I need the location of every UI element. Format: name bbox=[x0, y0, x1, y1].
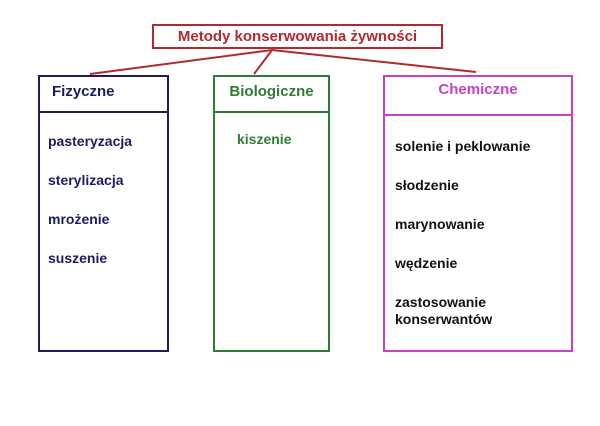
category-header: Fizyczne bbox=[40, 77, 167, 113]
list-item: solenie i peklowanie bbox=[395, 138, 531, 154]
list-item: zastosowanie konserwantów bbox=[395, 294, 493, 327]
list-item: kiszenie bbox=[237, 131, 292, 147]
connector-chemiczne bbox=[271, 49, 477, 73]
list-item: pasteryzacja bbox=[48, 133, 133, 149]
category-header: Chemiczne bbox=[385, 77, 571, 116]
list-item: wędzenie bbox=[395, 255, 458, 271]
list-item: mrożenie bbox=[48, 211, 110, 227]
category-biologiczne: Biologiczne kiszenie bbox=[213, 75, 330, 352]
list-item: marynowanie bbox=[395, 216, 485, 232]
list-item: suszenie bbox=[48, 250, 108, 266]
list-item: sterylizacja bbox=[48, 172, 124, 188]
category-chemiczne: Chemiczne solenie i peklowanie słodzenie… bbox=[383, 75, 573, 352]
category-fizyczne: Fizyczne pasteryzacja sterylizacja mroże… bbox=[38, 75, 169, 352]
connector-biologiczne bbox=[253, 49, 273, 75]
diagram-title: Metody konserwowania żywności bbox=[152, 24, 443, 49]
connector-fizyczne bbox=[89, 49, 273, 75]
list-item: słodzenie bbox=[395, 177, 459, 193]
category-header: Biologiczne bbox=[215, 77, 328, 113]
